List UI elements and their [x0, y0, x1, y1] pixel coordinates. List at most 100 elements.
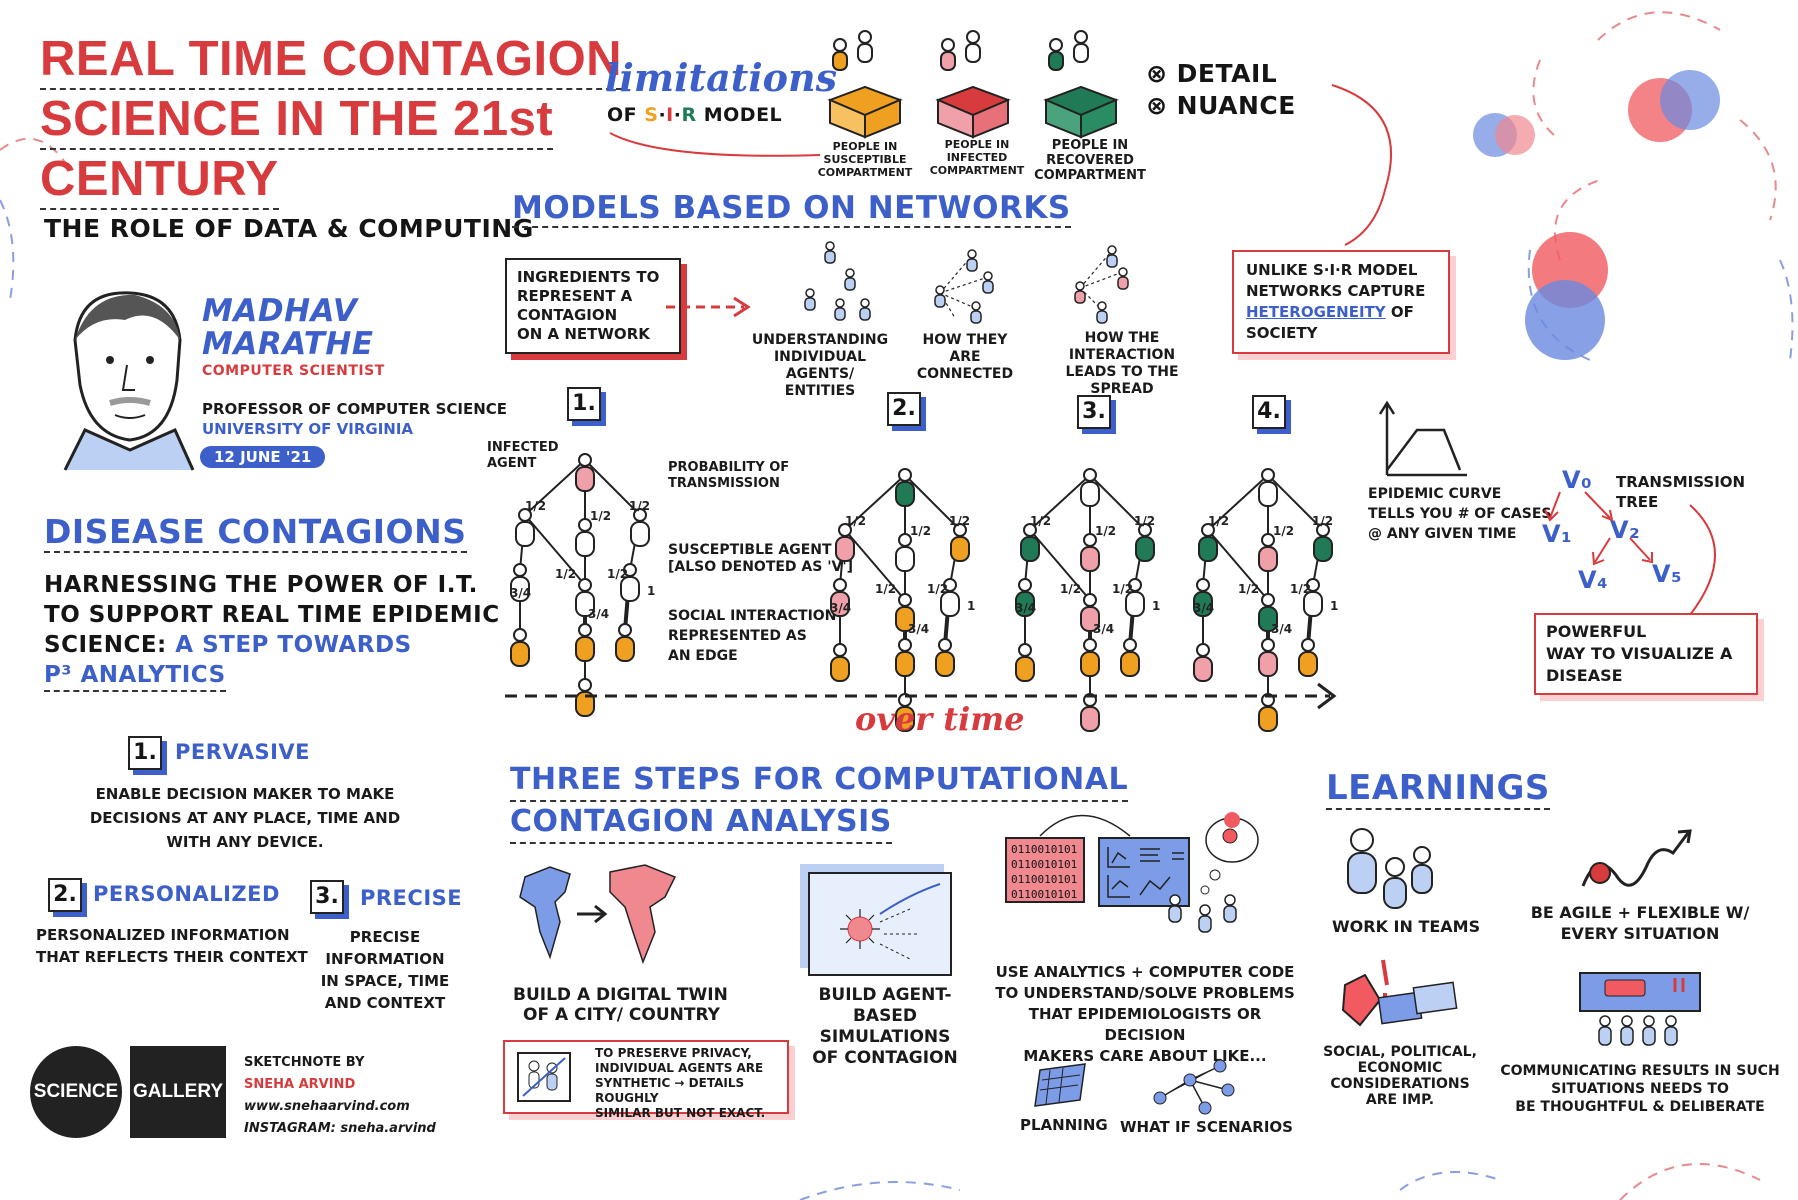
epi-line: TELLS YOU # OF CASES: [1368, 506, 1552, 522]
edge-probability-label: 1: [967, 599, 975, 613]
edge-probability-label: 3/4: [1015, 601, 1036, 615]
agent-body-icon: [575, 591, 595, 617]
binary-line: 0110010101: [1011, 858, 1078, 871]
edge-probability-label: 1/2: [1112, 582, 1133, 596]
agent-head-icon: [578, 578, 592, 592]
p3-text-2-line: PERSONALIZED INFORMATION: [36, 926, 290, 944]
sir-of: OF: [607, 104, 638, 126]
comm-line: SITUATIONS NEEDS TO: [1551, 1081, 1729, 1097]
synthetic-agents-svg: [522, 1057, 566, 1097]
edge-probability-label: 1/2: [629, 499, 650, 513]
p3-num-1: 1.: [128, 736, 162, 770]
agent-head-icon: [1196, 578, 1210, 592]
agent-head-icon: [833, 578, 847, 592]
sir-model: MODEL: [703, 104, 783, 126]
over-time-label: over time: [855, 700, 1025, 738]
edge-probability-label: 1/2: [525, 499, 546, 513]
title-line-3: CENTURY: [40, 150, 279, 210]
three-steps-heading: THREE STEPS FOR COMPUTATIONAL CONTAGION …: [510, 760, 1129, 844]
understanding-line: ENTITIES: [784, 383, 856, 399]
limitations-title: limitations: [605, 55, 838, 100]
p3-text-1-line: WITH ANY DEVICE.: [166, 833, 324, 851]
synthetic-agents-icon: [517, 1052, 571, 1102]
simulation-burst-icon: [840, 883, 941, 960]
agent-body-icon: [1020, 536, 1040, 562]
susceptible-label: SUSCEPTIBLE AGENT[ALSO DENOTED AS 'V']: [668, 542, 853, 576]
edge-probability-label: 1/2: [927, 582, 948, 596]
dashed-arrow-icon: [666, 296, 751, 318]
p3-text-1: ENABLE DECISION MAKER TO MAKE DECISIONS …: [80, 782, 410, 854]
agent-body-icon: [1120, 651, 1140, 677]
epi-line: @ ANY GIVEN TIME: [1368, 526, 1517, 542]
limitations-arrow-icon: [609, 132, 821, 157]
agent-body-icon: [1298, 651, 1318, 677]
ingredients-box: INGREDIENTS TO REPRESENT A CONTAGION ON …: [505, 258, 681, 354]
agent-head-icon: [578, 623, 592, 637]
social-text: SOCIAL, POLITICAL,ECONOMIC CONSIDERATION…: [1300, 1044, 1500, 1108]
comp-line: INFECTED: [946, 151, 1008, 164]
step-num-2: 2.: [887, 392, 921, 426]
social-political-icon: [1341, 959, 1458, 1027]
disease-line-3a: SCIENCE:: [44, 632, 167, 658]
p3-text-3-line: IN SPACE, TIME: [320, 972, 450, 990]
privacy-box: TO PRESERVE PRIVACY, INDIVIDUAL AGENTS A…: [503, 1040, 789, 1120]
prob-line: PROBABILITY OF: [668, 460, 790, 475]
edge-probability-label: 1/2: [1238, 582, 1259, 596]
comm-line: COMMUNICATING RESULTS IN SUCH: [1500, 1063, 1780, 1079]
agent-head-icon: [1196, 643, 1210, 657]
p3-text-3: PRECISE INFORMATION IN SPACE, TIME AND C…: [290, 926, 480, 1014]
agent-body-icon: [1258, 481, 1278, 507]
agile-text: BE AGILE + FLEXIBLE W/EVERY SITUATION: [1520, 902, 1760, 944]
heterogeneity-text: HETEROGENEITY: [1246, 303, 1386, 321]
analytics-line: THAT EPIDEMIOLOGISTS OR DECISION: [1028, 1005, 1262, 1044]
connected-line: ARE CONNECTED: [916, 349, 1014, 382]
agent-body-icon: [895, 546, 915, 572]
edge-probability-label: 1/2: [910, 524, 931, 538]
agent-body-icon: [895, 651, 915, 677]
agent-head-icon: [833, 643, 847, 657]
agent-head-icon: [898, 638, 912, 652]
ingredients-line: INGREDIENTS TO: [517, 268, 660, 286]
analytics-text: USE ANALYTICS + COMPUTER CODE TO UNDERST…: [990, 962, 1300, 1067]
credit-web[interactable]: www.snehaarvind.com: [244, 1099, 410, 1114]
society-text: SOCIETY: [1246, 324, 1318, 342]
credit-instagram[interactable]: INSTAGRAM: sneha.arvind: [244, 1121, 436, 1136]
disease-line-3b: A STEP TOWARDS: [175, 632, 412, 658]
agent-head-icon: [1261, 638, 1275, 652]
spread-line: HOW THE INTERACTION: [1068, 330, 1176, 363]
graph-edge: [524, 459, 586, 516]
edge-probability-label: 1/2: [1312, 514, 1333, 528]
analytics-line: USE ANALYTICS + COMPUTER CODE: [995, 963, 1295, 981]
analytics-line: TO UNDERSTAND/SOLVE PROBLEMS: [995, 984, 1295, 1002]
edge-probability-label: 1/2: [1060, 582, 1081, 596]
title-line-1: REAL TIME CONTAGION: [40, 30, 623, 90]
agent-head-icon: [898, 468, 912, 482]
abm-line: SIMULATIONS: [819, 1027, 951, 1047]
binary-line: 0110010101: [1011, 888, 1078, 901]
agent-body-icon: [830, 591, 850, 617]
speaker-info: MADHAV MARATHE COMPUTER SCIENTIST: [202, 295, 385, 380]
agile-line: BE AGILE + FLEXIBLE W/: [1530, 903, 1750, 922]
edge-line: AN EDGE: [668, 648, 738, 664]
abm-line: BUILD AGENT-BASED: [818, 985, 952, 1026]
agent-head-icon: [1083, 468, 1097, 482]
speaker-last-name: MARATHE: [202, 326, 374, 362]
agent-body-icon: [1313, 536, 1333, 562]
agent-head-icon: [618, 623, 632, 637]
privacy-line: INDIVIDUAL AGENTS ARE: [595, 1061, 764, 1075]
agent-head-icon: [1083, 593, 1097, 607]
social-line: ECONOMIC CONSIDERATIONS: [1330, 1060, 1470, 1092]
understanding-line: UNDERSTANDING: [751, 332, 889, 348]
p3-title-2: PERSONALIZED: [93, 882, 280, 906]
prob-line: TRANSMISSION: [668, 476, 780, 491]
step-num-3: 3.: [1077, 395, 1111, 429]
p3-text-1-line: DECISIONS AT ANY PLACE, TIME AND: [89, 809, 401, 827]
edge-probability-label: 3/4: [1093, 622, 1114, 636]
learnings-heading: LEARNINGS: [1326, 768, 1550, 810]
p3-text-2: PERSONALIZED INFORMATION THAT REFLECTS T…: [36, 924, 308, 968]
agent-body-icon: [515, 521, 535, 547]
